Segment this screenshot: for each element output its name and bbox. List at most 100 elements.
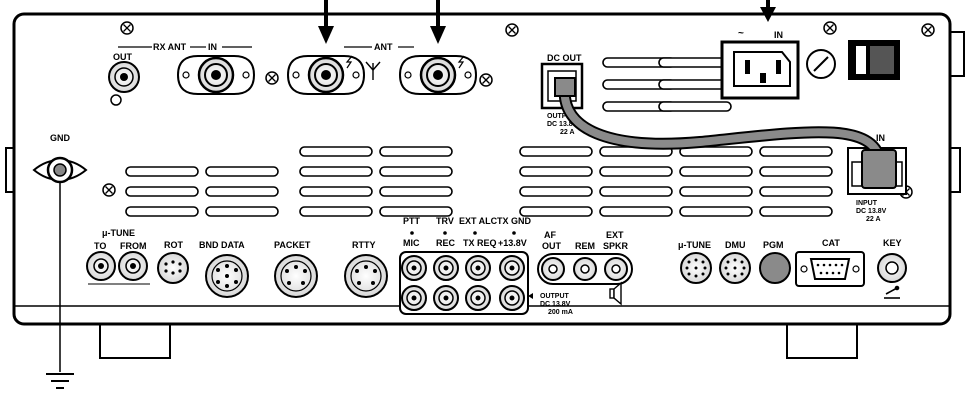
- ac-in-section: ~ IN: [720, 28, 900, 100]
- right-top-bracket: [949, 31, 965, 77]
- ant2-connector[interactable]: [398, 54, 478, 96]
- dc-out-label: DC OUT: [547, 53, 582, 63]
- vent-slot: [599, 166, 673, 177]
- ac-tilde-icon: ~: [738, 28, 744, 39]
- rx-ant-label: RX ANT: [153, 42, 187, 52]
- vent-slot: [658, 101, 732, 112]
- callout-arrows: [318, 0, 776, 44]
- plus-13-8v-label: +13.8V: [498, 238, 527, 248]
- vent-slot: [759, 146, 833, 157]
- vent-slot: [379, 146, 453, 157]
- af-out-jack[interactable]: [541, 257, 565, 281]
- rec-trv-jack[interactable]: [433, 255, 459, 281]
- dmu-section: DMU: [719, 240, 751, 284]
- rca-jack-8[interactable]: [499, 285, 525, 311]
- trv-label: TRV: [436, 216, 454, 226]
- screw-icon: [479, 73, 493, 87]
- rca-jack-block: PTT MIC TRV REC EXT ALC TX REQ TX GND +1…: [399, 216, 532, 315]
- vent-slot: [679, 146, 753, 157]
- mic-ptt-jack[interactable]: [401, 255, 427, 281]
- vent-slot: [519, 146, 593, 157]
- vent-slot: [679, 206, 753, 217]
- vent-slot: [599, 186, 673, 197]
- dc-cable: [554, 77, 897, 189]
- output-ma-label: 200 mA: [548, 309, 573, 316]
- ptt-label: PTT: [403, 216, 421, 226]
- screw-icon: [505, 23, 519, 37]
- rca-jack-6[interactable]: [433, 285, 459, 311]
- mu-tune-right-label: μ-TUNE: [678, 240, 711, 250]
- rtty-section: RTTY: [344, 240, 388, 298]
- cat-section: CAT: [795, 238, 865, 287]
- vent-slot: [125, 186, 199, 197]
- right-foot: [786, 321, 858, 359]
- panel-screws: [102, 21, 935, 199]
- morse-key-icon: [884, 285, 900, 299]
- rca-jack-5[interactable]: [401, 285, 427, 311]
- gnd-section: GND: [32, 133, 88, 389]
- mic-label: MIC: [403, 238, 420, 248]
- tx-req-ext-alc-jack[interactable]: [465, 255, 491, 281]
- rot-section: ROT: [157, 240, 189, 284]
- rx-ant-in-connector[interactable]: [176, 54, 256, 96]
- screw-icon: [921, 23, 935, 37]
- rem-label: REM: [575, 241, 595, 251]
- spkr-label: SPKR: [603, 241, 629, 251]
- mu-tune-left-section: μ-TUNE TO FROM: [86, 228, 150, 285]
- screw-icon: [823, 21, 837, 35]
- cat-db9-connector[interactable]: [809, 258, 851, 280]
- screw-icon: [120, 21, 134, 35]
- vent-slot: [519, 186, 593, 197]
- packet-label: PACKET: [274, 240, 311, 250]
- ant-label: ANT: [374, 42, 393, 52]
- to-label: TO: [94, 241, 106, 251]
- vent-slot: [519, 206, 593, 217]
- plus-13-8v-tx-gnd-jack[interactable]: [499, 255, 525, 281]
- rot-connector[interactable]: [157, 252, 189, 284]
- rem-jack[interactable]: [573, 257, 597, 281]
- ant1-connector[interactable]: [286, 54, 366, 96]
- dmu-label: DMU: [725, 240, 746, 250]
- af-label: AF: [544, 230, 556, 240]
- vent-slot: [125, 166, 199, 177]
- gnd-label: GND: [50, 133, 71, 143]
- input-label: INPUT: [856, 200, 878, 207]
- vent-slot: [379, 166, 453, 177]
- pgm-port[interactable]: [759, 252, 791, 284]
- pgm-label: PGM: [763, 240, 784, 250]
- dc-out-output-label: OUTPUT: [547, 113, 577, 120]
- chassis: [12, 12, 952, 326]
- vent-slot: [658, 79, 732, 90]
- bnd-data-label: BND DATA: [199, 240, 245, 250]
- rca-jack-7[interactable]: [465, 285, 491, 311]
- ext-spkr-jack[interactable]: [604, 257, 628, 281]
- vent-slot: [205, 186, 279, 197]
- af-out-label: OUT: [542, 241, 562, 251]
- key-section: KEY: [877, 238, 907, 299]
- bnd-data-section: BND DATA: [199, 240, 249, 298]
- vent-slot: [125, 206, 199, 217]
- vent-slot: [679, 186, 753, 197]
- vent-slot: [379, 206, 453, 217]
- ac-in-label: IN: [774, 30, 783, 40]
- mu-tune-right-section: μ-TUNE: [678, 240, 712, 284]
- mu-tune-label: μ-TUNE: [102, 228, 135, 238]
- vent-slot: [299, 166, 373, 177]
- vent-slot: [519, 166, 593, 177]
- ext-alc-label: EXT ALC: [459, 216, 498, 226]
- pgm-section: PGM: [759, 240, 791, 284]
- screw-icon: [102, 183, 116, 197]
- ext-label: EXT: [606, 230, 624, 240]
- output-spec-label: DC 13.8V: [540, 301, 571, 308]
- dc-out-amps-label: 22 A: [560, 129, 575, 136]
- from-label: FROM: [120, 241, 147, 251]
- rot-label: ROT: [164, 240, 184, 250]
- ant-section: ANT: [286, 42, 478, 96]
- vent-slot: [299, 146, 373, 157]
- key-label: KEY: [883, 238, 902, 248]
- dc-in-label: IN: [876, 133, 885, 143]
- vent-slot: [205, 206, 279, 217]
- dc-out-spec-label: DC 13.8V: [547, 121, 578, 128]
- cat-label: CAT: [822, 238, 840, 248]
